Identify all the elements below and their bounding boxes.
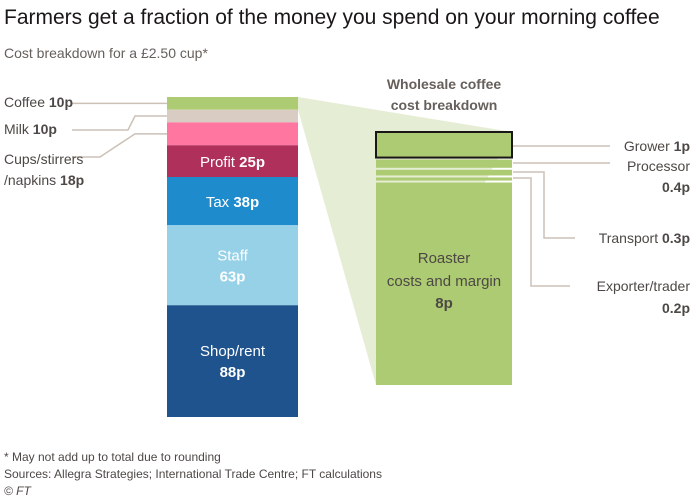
notes: * May not add up to total due to roundin…: [4, 449, 382, 500]
leader-line: [513, 177, 570, 287]
bar-segment-milk: [167, 109, 298, 123]
bar-segment-shop-rent: [167, 305, 298, 417]
bar-segment-profit: [167, 145, 298, 177]
label-exporter-trader: Exporter/trader: [597, 278, 691, 294]
leader-line: [72, 133, 167, 158]
label-exporter-trader-value: 0.2p: [662, 300, 690, 316]
bar-segment-cups-stirrers-napkins: [167, 122, 298, 146]
copyright: © FT: [4, 484, 31, 498]
leader-line: [72, 115, 167, 131]
label-milk: Milk 10p: [4, 121, 57, 137]
bar-segment-tax: [167, 177, 298, 226]
label-staff: Staff: [217, 247, 248, 264]
chart-title: Farmers get a fraction of the money you …: [4, 6, 660, 29]
wholesale-segment-processor: [376, 159, 512, 168]
label-processor: Processor: [627, 158, 690, 174]
chart-subtitle: Cost breakdown for a £2.50 cup*: [4, 45, 208, 61]
wholesale-segment-transport: [376, 169, 512, 176]
right-title-1: Wholesale coffee: [387, 76, 502, 92]
label-transport: Transport 0.3p: [599, 230, 690, 246]
label-coffee: Coffee 10p: [4, 94, 73, 110]
label-roaster: Roaster: [418, 250, 471, 267]
bar-segment-coffee: [167, 97, 298, 110]
wholesale-segment-exporter-trader: [376, 177, 512, 181]
label-roaster-value: 8p: [435, 295, 453, 312]
label-tax: Tax 38p: [206, 194, 259, 211]
label-cups-stirrers-napkins-2: /napkins 18p: [4, 172, 84, 188]
label-grower: Grower 1p: [624, 138, 690, 154]
label-shop-rent-value: 88p: [220, 364, 246, 381]
wholesale-segment-grower: [376, 132, 512, 158]
grower-highlight-box: [375, 131, 513, 159]
footnote: * May not add up to total due to roundin…: [4, 450, 221, 464]
sources: Sources: Allegra Strategies; Internation…: [4, 467, 382, 481]
label-cups-stirrers-napkins: Cups/stirrers: [4, 151, 83, 167]
right-title-2: cost breakdown: [391, 97, 498, 113]
label-profit: Profit 25p: [200, 154, 265, 171]
bar-segment-staff: [167, 225, 298, 306]
label-processor-value: 0.4p: [662, 179, 690, 195]
label-roaster-2: costs and margin: [387, 273, 501, 290]
leader-line: [513, 171, 575, 239]
label-staff-value: 63p: [220, 268, 246, 285]
label-shop-rent: Shop/rent: [200, 343, 266, 360]
wholesale-segment-roaster-costs-and-margin: [376, 182, 512, 385]
